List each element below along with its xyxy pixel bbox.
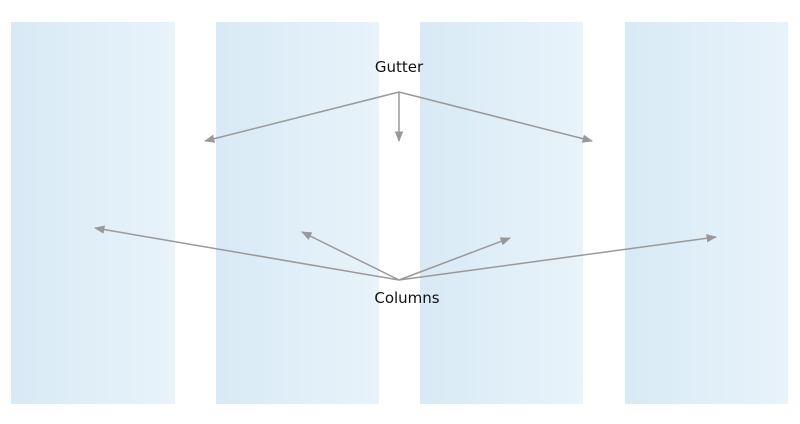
gutter-arrow-left (203, 91, 400, 143)
gutter-arrows (203, 91, 594, 143)
column-arrows (93, 225, 718, 281)
column-1 (11, 22, 175, 404)
column-arrow-3 (398, 237, 511, 281)
column-arrow-1 (93, 225, 400, 281)
column-2 (216, 22, 379, 404)
column-3 (420, 22, 583, 404)
gutter-arrow-right (398, 91, 594, 143)
columns-label: Columns (374, 289, 439, 307)
column-arrow-2 (301, 231, 400, 281)
gutter-label: Gutter (375, 58, 424, 76)
column-arrow-4 (398, 234, 718, 281)
column-4 (625, 22, 788, 404)
